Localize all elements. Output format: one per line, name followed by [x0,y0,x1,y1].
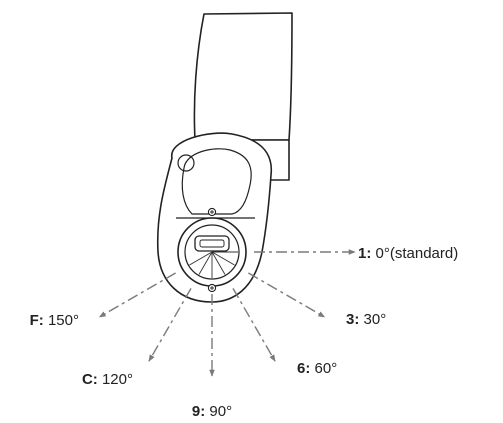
dial-spoke [211,251,226,275]
bottom-screw-icon [207,283,217,293]
angle-key: C: [82,371,98,388]
angle-value: 0°(standard) [371,245,458,262]
device-handle-opening [181,148,252,215]
angle-label: 9: 90° [192,403,232,420]
angle-arrow [232,288,276,362]
angle-key: 3: [346,311,359,328]
angle-value: 60° [310,360,337,377]
angle-key: 6: [297,360,310,377]
angle-arrows [98,249,356,377]
angle-spokes [189,251,238,278]
angle-key: F: [30,312,44,329]
angle-value: 90° [205,403,232,420]
angle-key: 9: [192,403,205,420]
angle-label: F: 150° [30,312,79,329]
top-screw-icon [207,207,217,217]
dial-spoke [211,251,235,266]
angle-value: 150° [44,312,79,329]
angle-label: 3: 30° [346,311,386,328]
dial-spoke [198,251,213,275]
angle-arrow [98,272,176,318]
angle-arrow [248,272,326,318]
device-top-panel [193,12,293,141]
angle-arrow [148,288,192,362]
angle-label: 1: 0°(standard) [358,245,458,262]
angle-value: 120° [98,371,133,388]
angle-value: 30° [359,311,386,328]
dial-spoke [189,251,213,266]
angle-key: 1: [358,245,371,262]
angle-label: C: 120° [82,371,133,388]
device-illustration [156,12,293,303]
angle-label: 6: 60° [297,360,337,377]
device-hole [177,154,195,172]
angle-labels: 1: 0°(standard) 3: 30° 6: 60° 9: 90° C: 120°… [30,245,459,420]
